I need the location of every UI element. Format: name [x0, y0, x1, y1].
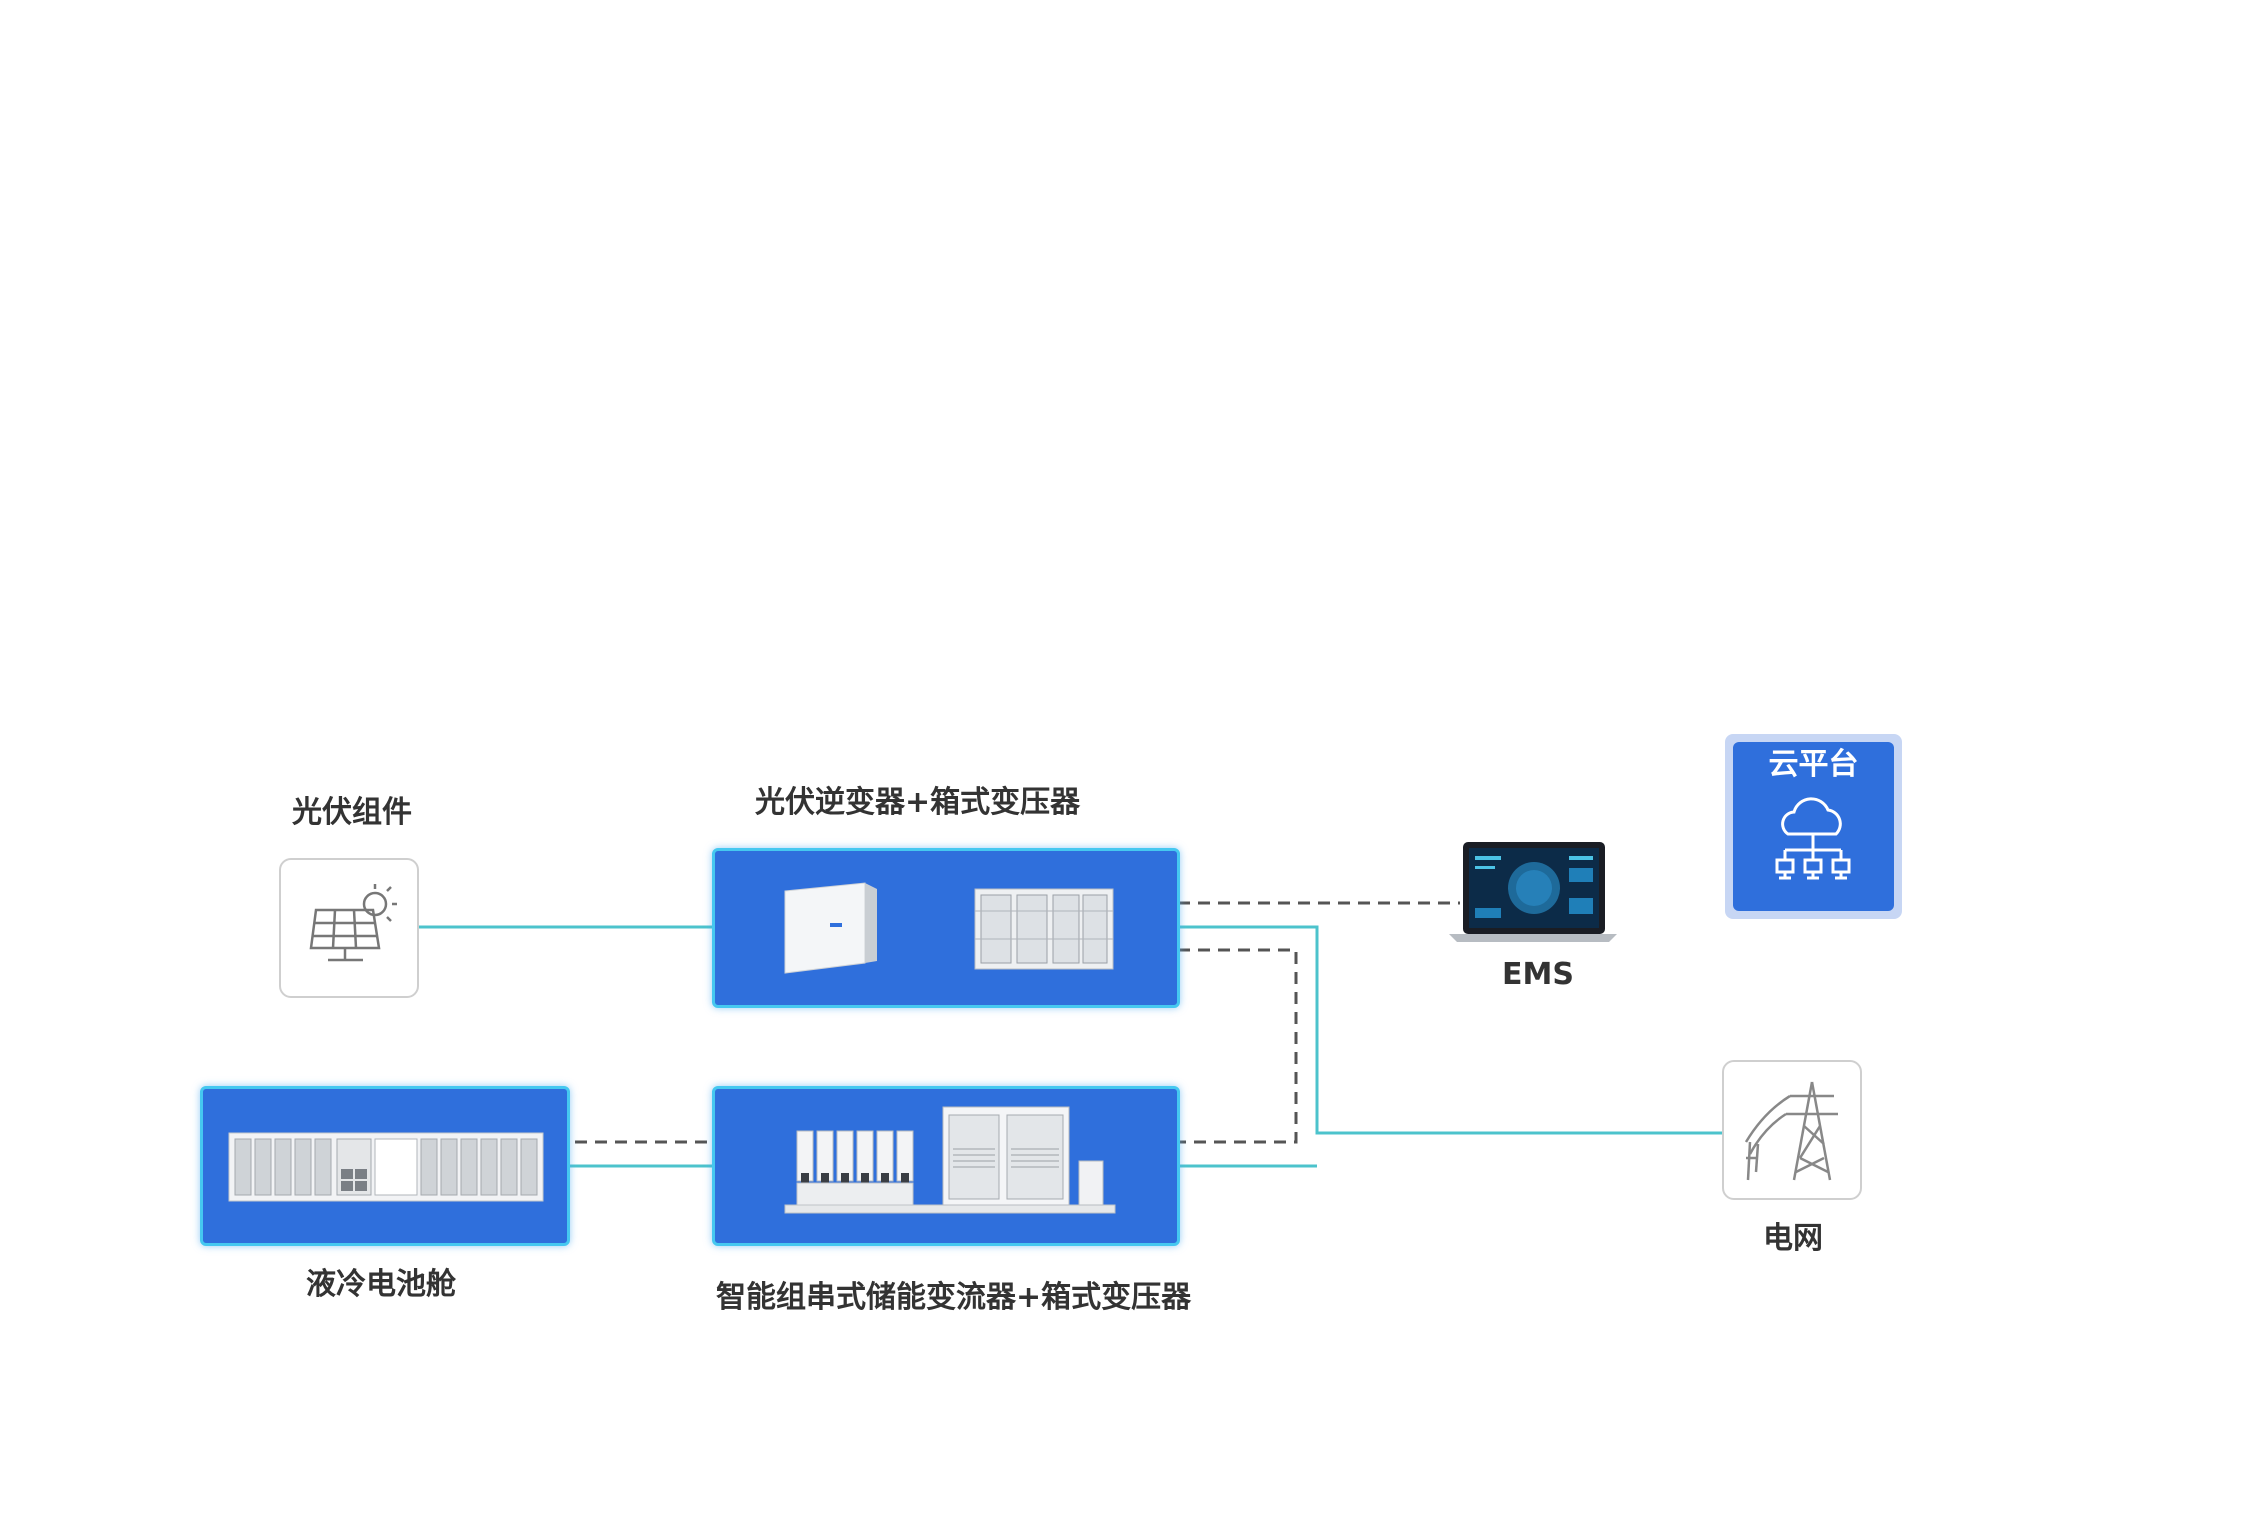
pv-modules-node[interactable]	[279, 858, 419, 998]
string-pcs-transformer-node[interactable]	[712, 1086, 1180, 1246]
grid-node[interactable]	[1722, 1060, 1862, 1200]
solar-panel-icon	[309, 884, 397, 962]
pcs-transformer-illustration	[784, 1106, 1116, 1214]
pv-modules-label: 光伏组件	[292, 795, 412, 830]
power-tower-icon	[1744, 1081, 1838, 1181]
inverter-transformer-illustration	[784, 882, 1114, 974]
grid-label: 电网	[1763, 1221, 1823, 1256]
ems-node[interactable]	[1443, 838, 1623, 948]
battery-cabin-illustration	[228, 1132, 544, 1202]
cloud-network-icon	[1775, 797, 1851, 880]
ems-label: EMS	[1502, 957, 1574, 992]
laptop-dashboard-icon	[1449, 842, 1617, 942]
pv-inverter-transformer-label: 光伏逆变器+箱式变压器	[755, 785, 1081, 820]
battery-cabin-label: 液冷电池舱	[306, 1267, 456, 1302]
pv-inverter-transformer-node[interactable]	[712, 848, 1180, 1008]
inverter-icon	[784, 882, 877, 974]
battery-cabin-node[interactable]	[200, 1086, 570, 1246]
cloud-platform-label: 云平台	[1768, 747, 1859, 782]
box-transformer-icon	[974, 888, 1114, 970]
string-pcs-transformer-label: 智能组串式储能变流器+箱式变压器	[716, 1280, 1192, 1315]
comm-line-ems-to-pcs	[1178, 948, 1298, 1144]
cloud-platform-node[interactable]: 云平台	[1725, 734, 1902, 919]
power-line-inverter-to-grid	[1178, 925, 1722, 1135]
